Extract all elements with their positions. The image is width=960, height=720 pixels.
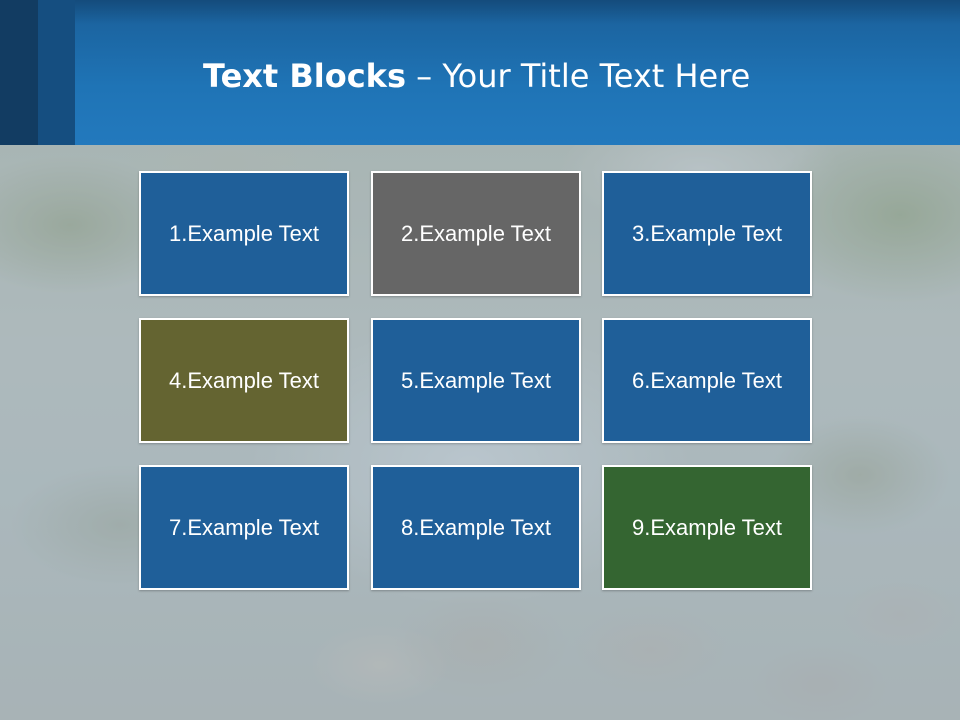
text-block-5: 5.Example Text	[371, 318, 581, 443]
text-block-9: 9.Example Text	[602, 465, 812, 590]
slide-title: Text Blocks – Your Title Text Here	[203, 54, 750, 98]
title-banner: Text Blocks – Your Title Text Here	[0, 0, 960, 145]
text-block-2: 2.Example Text	[371, 171, 581, 296]
banner-stripe-mid	[38, 0, 75, 145]
text-block-label: 4.Example Text	[168, 367, 319, 393]
text-block-label: 6.Example Text	[631, 367, 782, 393]
text-block-label: 9.Example Text	[631, 514, 782, 540]
text-block-label: 2.Example Text	[400, 220, 551, 246]
banner-stripe-dark	[0, 0, 38, 145]
text-block-8: 8.Example Text	[371, 465, 581, 590]
text-block-1: 1.Example Text	[139, 171, 349, 296]
slide-title-rest: – Your Title Text Here	[406, 57, 751, 95]
slide-title-bold: Text Blocks	[203, 57, 406, 95]
text-block-4: 4.Example Text	[139, 318, 349, 443]
text-block-3: 3.Example Text	[602, 171, 812, 296]
text-block-label: 5.Example Text	[400, 367, 551, 393]
text-block-label: 7.Example Text	[168, 514, 319, 540]
text-block-label: 3.Example Text	[631, 220, 782, 246]
text-block-label: 1.Example Text	[168, 220, 319, 246]
text-block-label: 8.Example Text	[400, 514, 551, 540]
banner-shade	[0, 0, 960, 24]
text-block-7: 7.Example Text	[139, 465, 349, 590]
text-block-6: 6.Example Text	[602, 318, 812, 443]
